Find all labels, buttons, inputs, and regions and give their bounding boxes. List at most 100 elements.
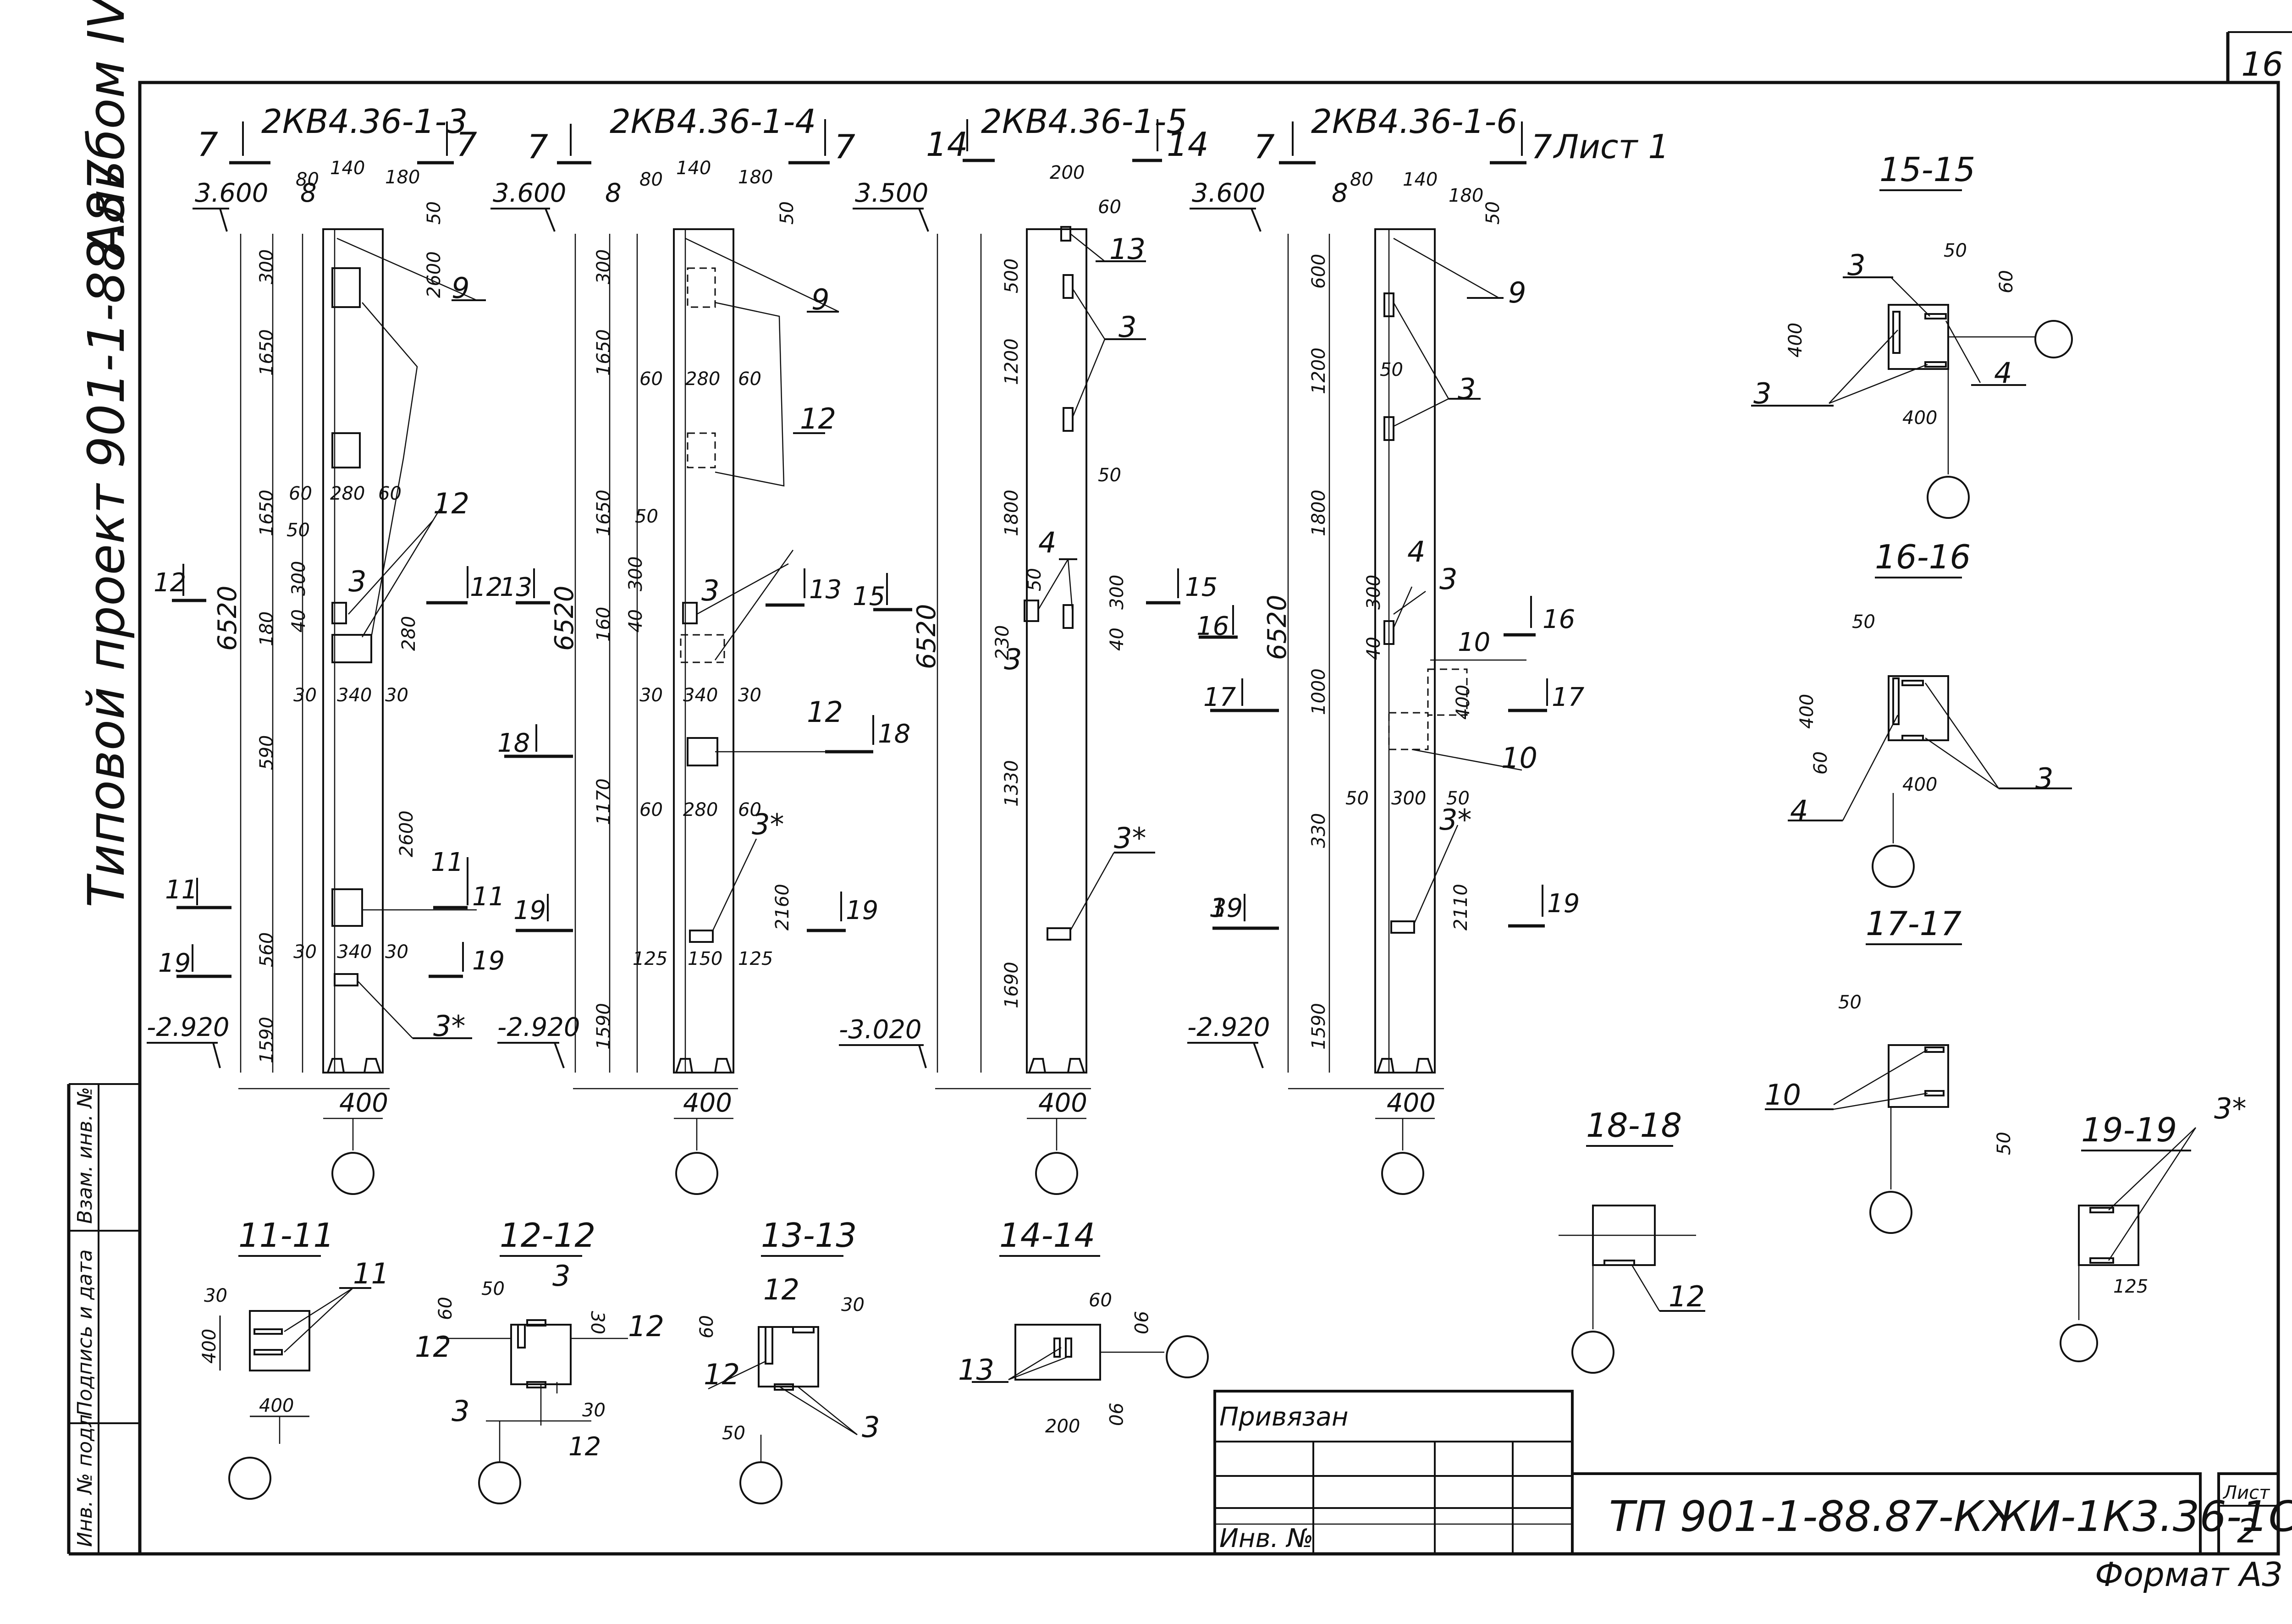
dim-60top: 2600 [424,251,445,298]
stamp-vzam-inv: Взам. инв. № [73,1087,97,1224]
dim-50: 50 [635,506,658,527]
dim-400v: 400 [199,1329,220,1364]
axis-bubble [1035,1152,1078,1195]
section-17-17: 17-17 10 50 50 [1765,904,2015,1234]
axis-bubble [331,1152,375,1195]
section-18-18: 18-18 12 [1559,1106,1705,1374]
stamp-inv-podl: Инв. № подл [73,1414,97,1547]
cut-mark-right: 7 [834,127,855,166]
dim-60: 60 [1089,1290,1112,1311]
dim-300v: 300 [625,556,646,591]
dim-300: 300 [256,249,277,284]
column-width: 400 [1387,1088,1436,1118]
section-mark-17-right: 17 [1552,683,1585,712]
callout-4: 4 [1407,535,1425,568]
dim-top-180: 180 [738,167,773,188]
axis-bubble [675,1152,718,1195]
dim-50b: 50 [1345,788,1369,809]
dim-1330: 1330 [1001,760,1022,807]
dim-600: 600 [1308,254,1329,289]
dim-1800: 1800 [1001,490,1022,536]
project-label: Типовой проект 901-1-88.87 [77,159,136,908]
dim-60b: 60 [378,483,402,504]
dim-150: 150 [688,948,722,969]
dim-30b: 30 [738,685,761,706]
dim-2160: 2160 [772,884,793,930]
dim-50c: 50 [1446,788,1470,809]
axis-bubble [1381,1152,1424,1195]
section-title: 12-12 [500,1216,595,1255]
dim-60a: 60 [639,369,663,390]
dim-50: 50 [1944,240,1967,261]
page-number: 16 [2241,45,2283,83]
dim-50: 50 [481,1278,505,1299]
dim-30a: 30 [639,685,663,706]
dim-50: 50 [722,1423,745,1444]
dim-300: 300 [1391,788,1426,809]
dim-1200: 1200 [1001,338,1022,385]
cut-mark-left: 7 [197,125,218,164]
dim-top-80: 80 [639,169,663,190]
callout-3a: 3 [552,1259,570,1293]
section-mark-18-left: 18 [497,728,530,758]
dim-125: 125 [2113,1276,2148,1297]
top-level: 3.500 [855,178,928,208]
dim-1690: 1690 [1001,962,1022,1008]
dim-30d: 30 [385,941,408,963]
column-mark: 2КВ4.36-1-5 [981,102,1187,141]
section-title: 18-18 [1586,1106,1682,1145]
dim-400h: 400 [1902,774,1937,795]
dim-50top: 50 [777,201,798,225]
dim-top-180: 180 [385,167,420,188]
dim-40: 40 [625,609,646,633]
dim-300: 300 [1107,575,1128,610]
dim-330: 330 [1308,813,1329,848]
column-elevation-1: 2КВ4.36-1-3 7 7 3.600 8 9 12 3 11 3* [147,102,505,1195]
dim-400h: 400 [1902,407,1937,429]
bottom-level: -2.920 [147,1013,230,1042]
callout-4: 4 [1994,356,2012,390]
callout-3b: 3 [452,1394,469,1428]
callout-10: 10 [1765,1078,1801,1112]
list-label: Лист [2222,1482,2270,1503]
dim-50a: 50 [1098,465,1121,486]
section-mark-19-right: 19 [1547,889,1580,919]
dim-40: 40 [1107,628,1128,651]
section-mark-19-left: 19 [1210,893,1243,923]
callout-3b: 3 [1753,377,1771,410]
sheet-frame [67,31,2292,1556]
dim-400v: 400 [1796,694,1818,729]
dim-280a: 280 [685,369,720,390]
callout-3star: 3* [752,808,784,841]
cut-mark-left: 7 [1254,127,1275,166]
section-mark-13-left: 13 [500,573,532,602]
callout-12b: 12 [628,1310,664,1343]
dim-top-80: 80 [1350,169,1373,190]
callout-4: 4 [1790,794,1808,827]
callout-3a: 3 [1847,248,1865,282]
callout-4: 4 [1038,526,1056,559]
section-title: 16-16 [1875,538,1971,576]
callout-3b: 3 [1439,562,1457,596]
section-title: 13-13 [761,1216,857,1255]
callout-3: 3 [348,565,366,598]
callout-13: 13 [958,1353,994,1387]
dim-30: 30 [204,1285,227,1306]
dim-340: 340 [683,685,718,706]
callout-9: 9 [1508,276,1526,309]
dim-total-6520: 6520 [550,585,579,651]
section-mark-17-left: 17 [1203,683,1236,712]
dim-top-60: 60 [1098,197,1121,218]
section-mark-15-left: 15 [853,582,885,611]
privyazan-label: Привязан [1219,1402,1348,1432]
dim-1650b: 1650 [256,490,277,536]
dim-top-200: 200 [1050,162,1085,183]
dim-1590: 1590 [593,1003,614,1050]
dim-400h: 400 [259,1395,294,1416]
dim-60a: 60 [289,483,312,504]
dim-500: 500 [1001,259,1022,293]
section-13-13: 13-13 12 12 3 60 30 50 [696,1216,880,1504]
section-mark-19-left: 19 [158,948,191,978]
stamp-signature-date: Подпись и дата [73,1250,97,1416]
dim-30b: 30 [385,685,408,706]
